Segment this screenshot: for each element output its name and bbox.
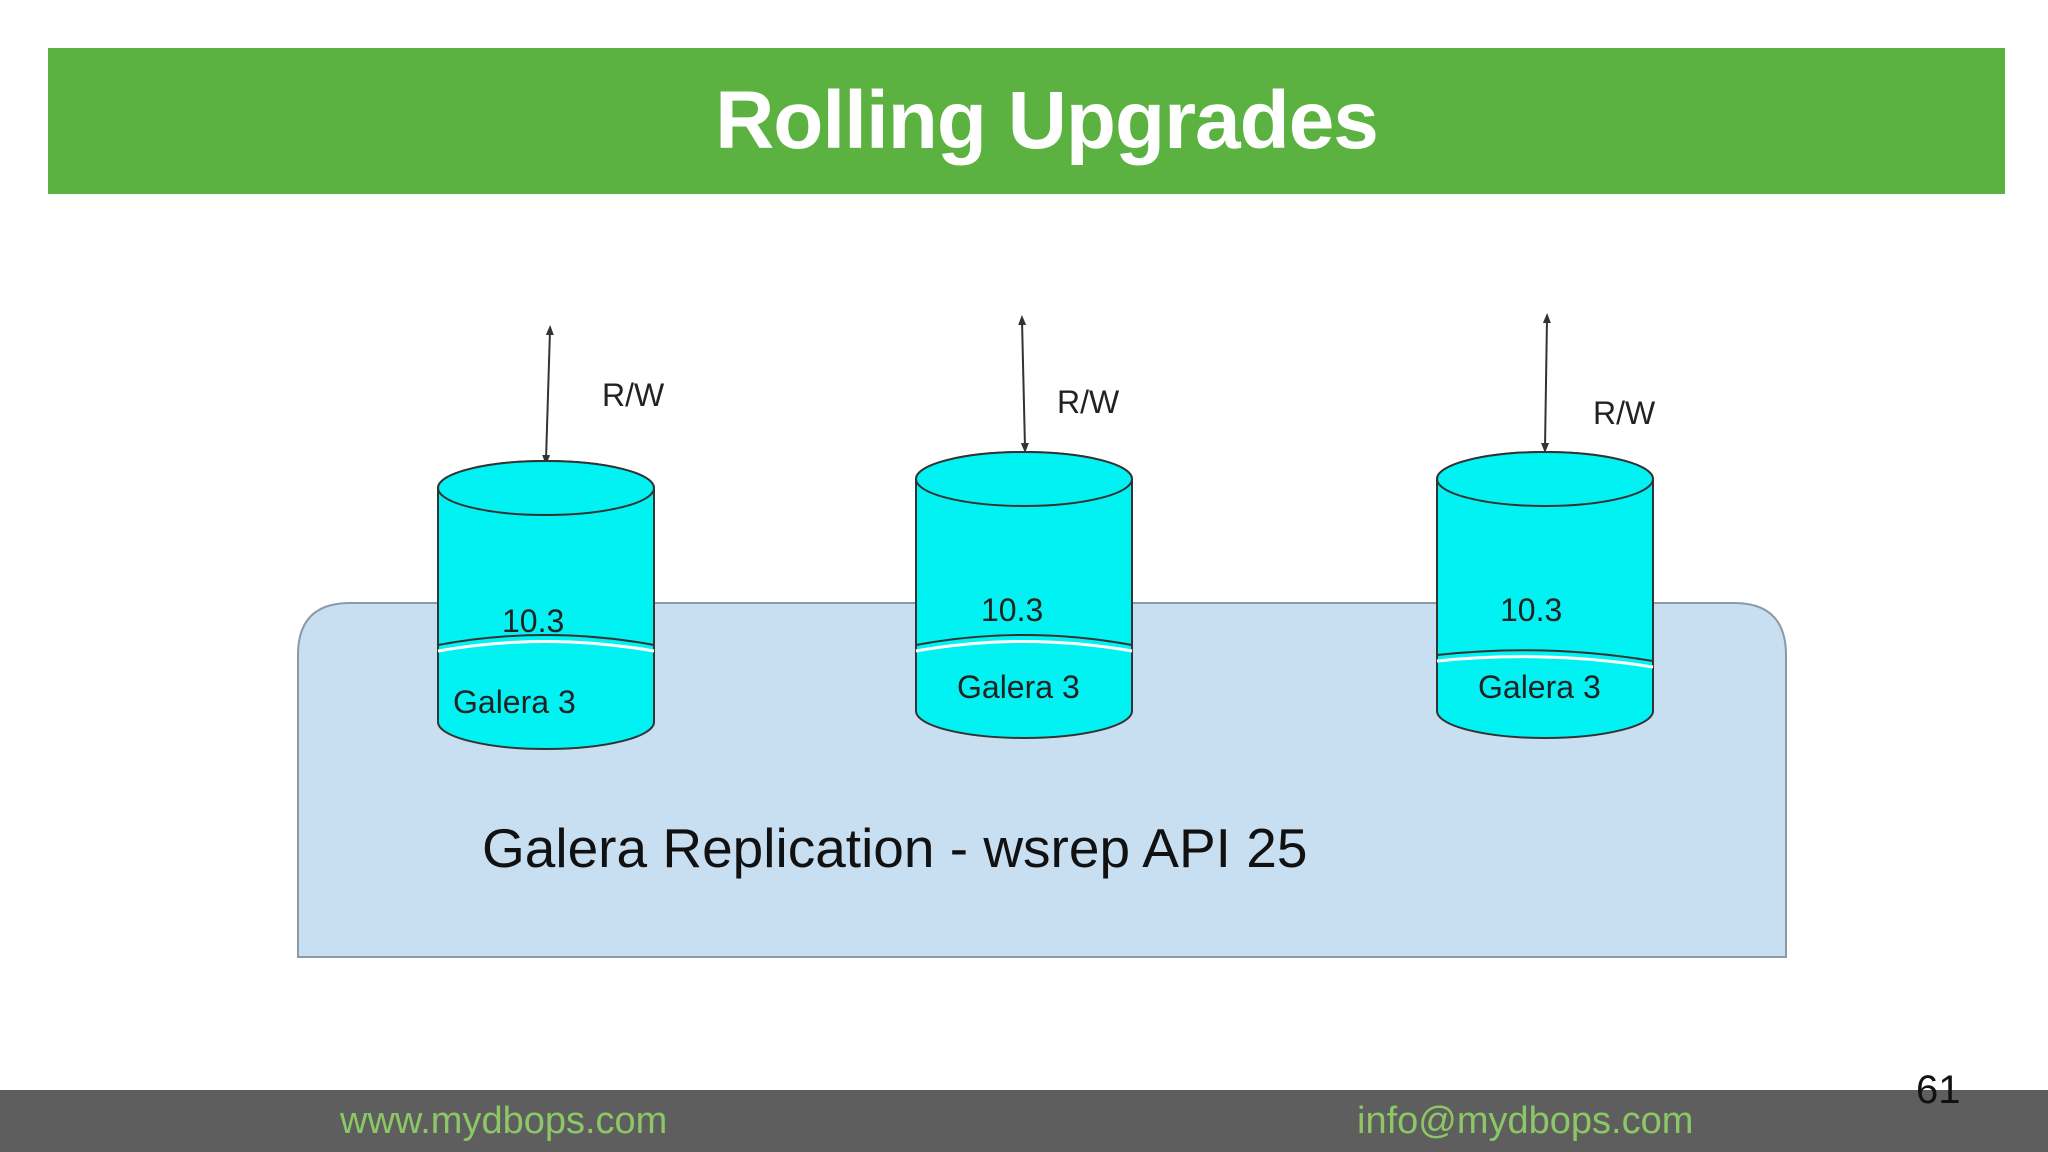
layer-divider-highlight bbox=[437, 640, 655, 653]
replication-platform bbox=[297, 602, 1787, 958]
rw-arrow bbox=[1541, 313, 1551, 453]
layer-divider bbox=[437, 634, 655, 646]
footer-email[interactable]: info@mydbops.com bbox=[1357, 1100, 1694, 1142]
slide-title: Rolling Upgrades bbox=[715, 75, 1379, 166]
rw-label: R/W bbox=[602, 377, 665, 413]
page-number: 61 bbox=[1916, 1068, 1961, 1112]
layer-divider-highlight bbox=[915, 640, 1133, 653]
node-1: R/W 10.3 Galera 3 bbox=[437, 325, 665, 750]
rw-label: R/W bbox=[1593, 395, 1656, 431]
platform-label: Galera Replication - wsrep API 25 bbox=[482, 817, 1307, 879]
layer-divider bbox=[1436, 649, 1654, 662]
rw-arrow bbox=[542, 325, 554, 465]
layer-divider bbox=[915, 634, 1133, 646]
footer-website[interactable]: www.mydbops.com bbox=[340, 1100, 668, 1142]
footer-bar: www.mydbops.com info@mydbops.com bbox=[0, 1090, 2048, 1152]
rw-arrow bbox=[1018, 315, 1029, 453]
layer-divider-highlight bbox=[1436, 655, 1654, 669]
engine-label: Galera 3 bbox=[1478, 669, 1601, 705]
version-label: 10.3 bbox=[1500, 592, 1562, 628]
rw-label: R/W bbox=[1057, 384, 1120, 420]
cylinder-top bbox=[437, 460, 655, 516]
node-2: R/W 10.3 Galera 3 bbox=[915, 315, 1133, 739]
node-3: R/W 10.3 Galera 3 bbox=[1436, 313, 1656, 739]
version-label: 10.3 bbox=[981, 592, 1043, 628]
title-bar: Rolling Upgrades bbox=[48, 48, 2005, 194]
engine-label: Galera 3 bbox=[957, 669, 1080, 705]
version-label: 10.3 bbox=[502, 603, 564, 639]
cylinder-top bbox=[915, 451, 1133, 507]
cylinder-top bbox=[1436, 451, 1654, 507]
engine-label: Galera 3 bbox=[453, 684, 576, 720]
